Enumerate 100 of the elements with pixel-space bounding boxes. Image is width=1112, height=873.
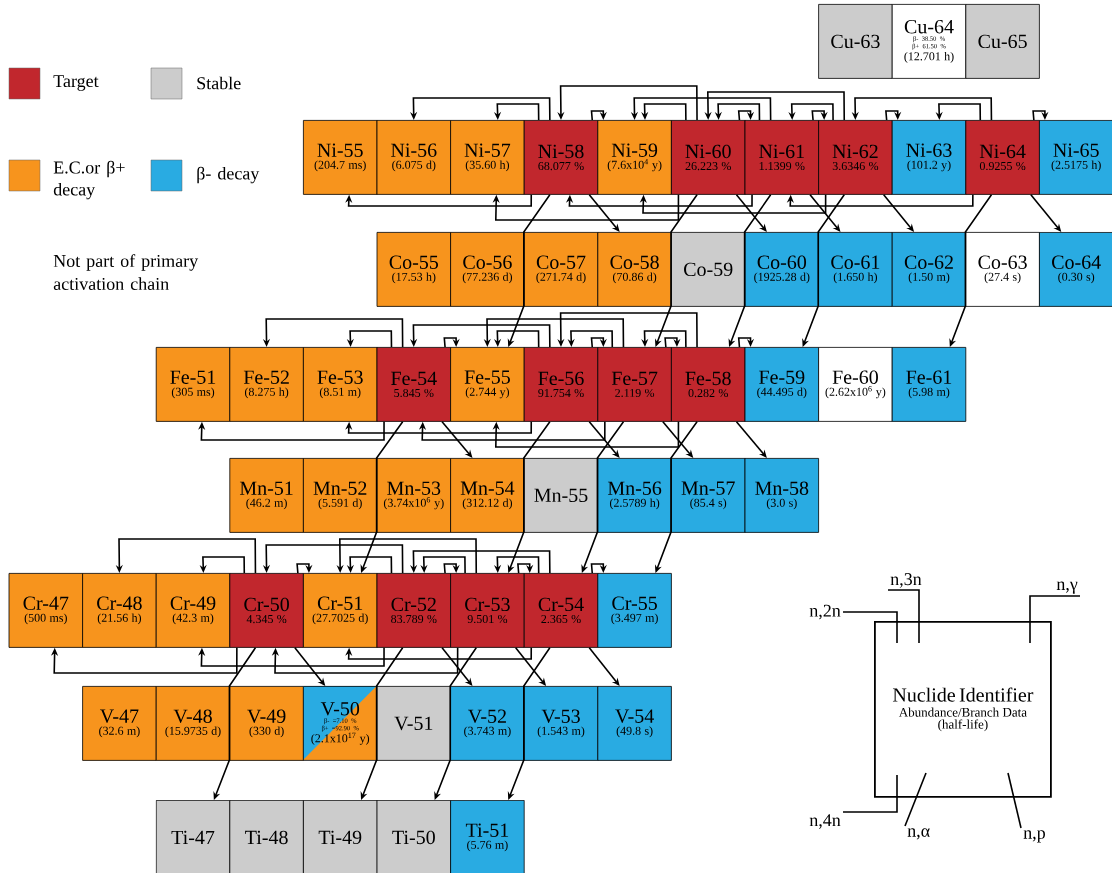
- node-label: Ti-47: [171, 830, 215, 845]
- reaction-arrow: [345, 194, 533, 207]
- reaction-label: n,3n: [890, 573, 922, 588]
- reaction-arrow: [296, 563, 313, 574]
- reaction-arrow: [735, 421, 767, 458]
- nuclide-box: V-49 (330 d): [229, 686, 304, 761]
- reaction-arrow: [345, 647, 533, 660]
- reaction-arrow: [492, 194, 680, 221]
- reaction-arrow: [1032, 110, 1049, 121]
- nuclide-box: Ni-61 1.1399 %: [744, 120, 819, 195]
- nuclide-box: Cr-47 (500 ms): [8, 573, 83, 648]
- nuclide-box: Ni-65 (2.5175 h): [1039, 120, 1112, 195]
- reaction-arrow: [809, 194, 841, 232]
- nuclide-box: Mn-56 (2.5789 h): [597, 458, 672, 533]
- reaction-arrow: [507, 647, 551, 800]
- nuclide-box: Ni-57 (35.60 h): [450, 120, 525, 195]
- nuclide-box: Ni-64 0.9255 %: [965, 120, 1040, 195]
- nuclide-box: Mn-54 (312.12 d): [450, 458, 525, 533]
- reaction-arrow: [507, 194, 551, 347]
- nuclide-box: Ti-48: [229, 800, 304, 873]
- reaction-arrow: [198, 421, 385, 441]
- reaction-arrow: [728, 194, 772, 347]
- reaction-arrow: [441, 421, 473, 458]
- nuclide-box: Ni-59 (7.6x10$^{4}$ y): [597, 120, 672, 195]
- note-text: Not part of primary activation chain: [53, 254, 199, 291]
- nuclide-box: Ni-62 3.6346 %: [818, 120, 893, 195]
- reaction-arrow: [517, 563, 534, 574]
- key-box: Nuclide Identifier Abundance/Branch Data (half-life): [874, 621, 1052, 798]
- nuclide-box: Mn-58 (3.0 s): [744, 458, 819, 533]
- nuclide-box: Ti-47: [155, 800, 231, 873]
- nuclide-box: Co-57 (271.74 d): [523, 232, 599, 307]
- reaction-arrow: [565, 194, 753, 207]
- reaction-label: n,p: [1023, 830, 1045, 843]
- nuclide-box: Cr-50 4.345 %: [229, 573, 304, 648]
- nuclide-box: Fe-52 (8.275 h): [229, 347, 304, 422]
- reaction-arrow: [581, 421, 625, 573]
- reaction-arrow: [588, 647, 620, 686]
- nuclide-box: Fe-61 (5.98 m): [891, 347, 967, 422]
- reaction-arrow: [213, 647, 257, 800]
- nuclide-box: Fe-54 5.845 %: [376, 347, 451, 422]
- reaction-arrow: [360, 421, 404, 573]
- nuclide-box: Co-63 (27.4 s): [965, 232, 1040, 307]
- reaction-label: n,2n: [809, 604, 841, 620]
- nuclide-box: Co-60 (1925.28 d): [744, 232, 819, 307]
- reaction-label: n,γ: [1056, 581, 1078, 594]
- reaction-label: n,α: [907, 828, 930, 840]
- nuclide-box: Co-56 (77.236 d): [450, 232, 525, 307]
- nuclide-box: Co-62 (1.50 m): [891, 232, 967, 307]
- reaction-arrow: [443, 337, 460, 348]
- nuclide-box: Co-55 (17.53 h): [376, 232, 451, 307]
- reaction-line: [842, 774, 898, 813]
- reaction-arrow: [590, 337, 607, 348]
- reaction-arrow: [590, 110, 607, 121]
- reaction-arrow: [664, 337, 681, 348]
- reaction-label: n,4n: [809, 814, 841, 829]
- nuclide-box: V-53 (1.543 m): [523, 686, 599, 761]
- nuclide-box: Fe-58 0.282 %: [671, 347, 746, 422]
- nuclide-box: Ti-49: [303, 800, 378, 873]
- nuclide-box: Co-61 (1.650 h): [818, 232, 893, 307]
- reaction-arrow: [507, 421, 551, 573]
- reaction-arrow: [441, 647, 473, 686]
- reaction-arrow: [360, 647, 404, 800]
- nuclide-box: Mn-57 (85.4 s): [671, 458, 746, 533]
- legend-label: E.C.or β+ decay: [53, 160, 125, 200]
- nuclide-box: Fe-59 (44.495 d): [744, 347, 819, 422]
- legend-label: Stable: [197, 76, 241, 90]
- nuclide-box: Ni-58 68.077 %: [523, 120, 599, 195]
- nuclide-box: Fe-55 (2.744 y): [450, 347, 525, 422]
- reaction-arrow: [50, 647, 238, 674]
- nuclide-box: Co-58 (70.86 d): [597, 232, 672, 307]
- nuclide-box: Fe-60 (2.62x10$^{6}$ y): [818, 347, 893, 422]
- nuclide-box: Cr-48 (21.56 h): [82, 573, 157, 648]
- nuclide-box: Mn-51 (46.2 m): [229, 458, 304, 533]
- reaction-arrow: [802, 194, 846, 347]
- nuclide-box: Cu-63: [818, 4, 893, 79]
- reaction-arrow: [639, 194, 827, 214]
- nuclide-box: Ti-51 (5.76 m): [450, 800, 525, 873]
- nuclide-box: Cu-65: [965, 4, 1040, 79]
- nuclide-box: Ni-60 26.223 %: [671, 120, 746, 195]
- reaction-arrow: [590, 563, 607, 574]
- nuclide-box: Fe-53 (8.51 m): [303, 347, 378, 422]
- node-label: Ti-49: [318, 830, 362, 845]
- nuclide-box: Fe-51 (305 ms): [155, 347, 231, 422]
- reaction-arrow: [737, 110, 755, 121]
- nuclide-box: Ni-55 (204.7 ms): [303, 120, 378, 195]
- nuclide-box: Ti-50: [376, 800, 451, 873]
- nuclide-box: Co-64 (0.30 s): [1039, 232, 1112, 307]
- nuclide-box: V-51: [376, 686, 451, 761]
- reaction-line: [904, 772, 927, 827]
- reaction-arrow: [949, 194, 993, 347]
- legend-label: β- decay: [197, 166, 260, 184]
- reaction-arrow: [271, 647, 459, 674]
- nuclide-box: Ni-63 (101.2 y): [891, 120, 967, 195]
- nuclide-box: V-54 (49.8 s): [597, 686, 672, 761]
- nuclide-box: Fe-56 91.754 %: [523, 347, 599, 422]
- nuclide-box: Co-59: [671, 232, 746, 307]
- nuclide-box: Fe-57 2.119 %: [597, 347, 672, 422]
- reaction-line: [1029, 595, 1081, 644]
- legend-label: Target: [53, 75, 99, 91]
- reaction-arrow: [492, 421, 680, 448]
